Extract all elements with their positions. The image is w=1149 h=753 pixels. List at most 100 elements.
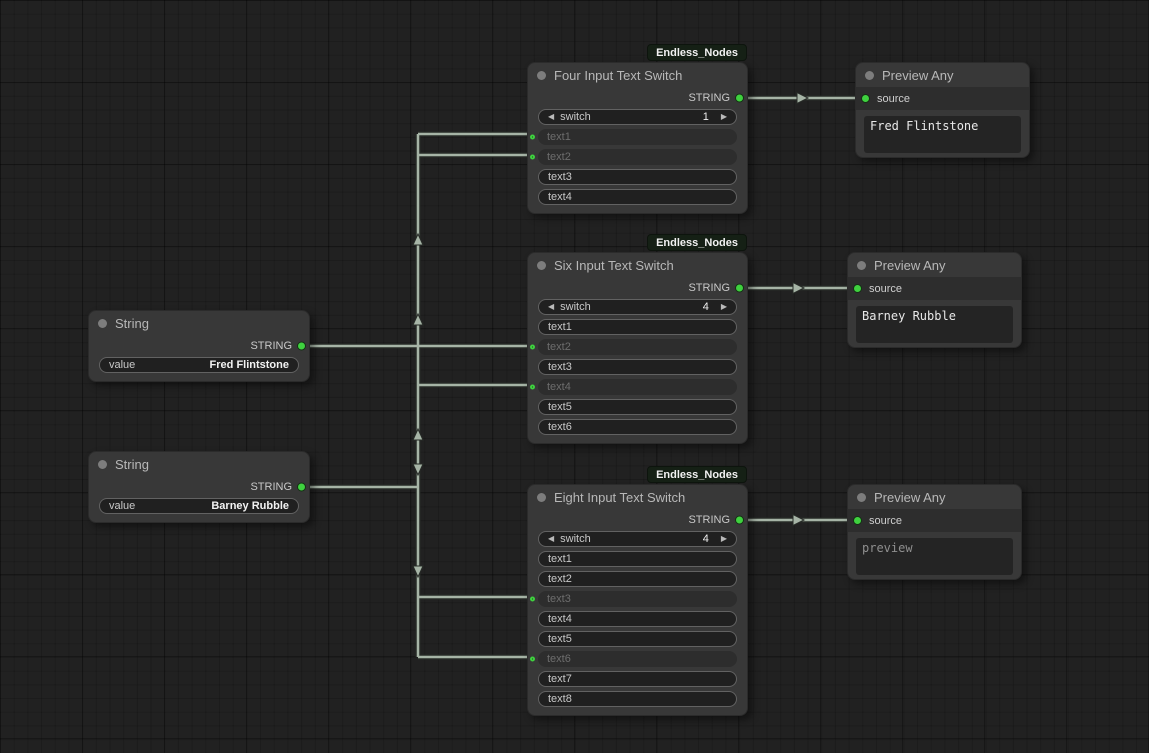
text-widget-text1[interactable]: text1 (538, 319, 737, 335)
input-slot[interactable] (530, 596, 535, 602)
input-label: source (869, 282, 903, 295)
text-widget-text1[interactable]: text1 (538, 551, 737, 567)
switch-widget[interactable]: ◀ switch 4 ▶ (538, 299, 737, 315)
node-title-bar[interactable]: String (89, 452, 309, 476)
text-widget-text5[interactable]: text5 (538, 631, 737, 647)
text-widget-text4[interactable]: text4 (538, 611, 737, 627)
output-label: STRING (688, 92, 730, 104)
node-title-bar[interactable]: Preview Any (856, 63, 1029, 87)
node-preview-any-bottom[interactable]: Preview Any source preview (847, 484, 1022, 580)
node-title: String (115, 315, 149, 331)
output-row: STRING (528, 277, 747, 299)
input-row-text2: text2 (530, 339, 737, 355)
widget-label: text1 (548, 321, 572, 333)
input-label: text2 (547, 151, 571, 163)
input-slot[interactable] (861, 94, 870, 103)
input-slot[interactable] (530, 154, 535, 160)
widget-label: text5 (548, 401, 572, 413)
node-title: Six Input Text Switch (554, 257, 674, 273)
input-slot[interactable] (853, 516, 862, 525)
node-title-bar[interactable]: Preview Any (848, 253, 1021, 277)
switch-widget[interactable]: ◀ switch 1 ▶ (538, 109, 737, 125)
collapse-dot-icon[interactable] (865, 70, 874, 80)
node-string-barney[interactable]: String STRING value Barney Rubble (88, 451, 310, 523)
collapse-dot-icon[interactable] (537, 260, 546, 270)
text-widget-text3[interactable]: text3 (538, 169, 737, 185)
node-title: String (115, 456, 149, 472)
widget-label: text3 (548, 361, 572, 373)
node-string-fred[interactable]: String STRING value Fred Flintstone (88, 310, 310, 382)
collapse-dot-icon[interactable] (537, 70, 546, 80)
node-title-bar[interactable]: Eight Input Text Switch (528, 485, 747, 509)
collapse-dot-icon[interactable] (857, 492, 866, 502)
output-label: STRING (250, 340, 292, 352)
collapse-dot-icon[interactable] (857, 260, 866, 270)
value-widget[interactable]: value Fred Flintstone (99, 357, 299, 373)
input-slot[interactable] (530, 344, 535, 350)
text-widget-text3[interactable]: text3 (538, 359, 737, 375)
node-preview-any-middle[interactable]: Preview Any source Barney Rubble (847, 252, 1022, 348)
widget-value: Fred Flintstone (209, 359, 289, 371)
node-badge: Endless_Nodes (647, 466, 747, 483)
flow-arrow-right (792, 513, 806, 527)
node-title-bar[interactable]: Six Input Text Switch (528, 253, 747, 277)
decrement-arrow-icon[interactable]: ◀ (548, 302, 555, 311)
input-row-text1: text1 (530, 129, 737, 145)
increment-arrow-icon[interactable]: ▶ (720, 112, 727, 121)
text-widget-text5[interactable]: text5 (538, 399, 737, 415)
input-row-text3: text3 (530, 591, 737, 607)
collapse-dot-icon[interactable] (98, 459, 107, 469)
node-title-bar[interactable]: String (89, 311, 309, 335)
node-preview-any-top[interactable]: Preview Any source Fred Flintstone (855, 62, 1030, 158)
flow-arrow-down (412, 463, 424, 477)
node-title: Preview Any (874, 257, 946, 273)
switch-widget[interactable]: ◀ switch 4 ▶ (538, 531, 737, 547)
text-widget-text4[interactable]: text4 (538, 189, 737, 205)
input-slot[interactable] (530, 134, 535, 140)
output-slot[interactable] (735, 515, 744, 525)
output-slot[interactable] (297, 341, 306, 351)
text-widget-text6[interactable]: text6 (538, 419, 737, 435)
widget-label: text8 (548, 693, 572, 705)
input-slot[interactable] (530, 384, 535, 390)
increment-arrow-icon[interactable]: ▶ (720, 534, 727, 543)
increment-arrow-icon[interactable]: ▶ (720, 302, 727, 311)
widget-label: switch (560, 533, 591, 545)
output-row: STRING (89, 335, 309, 357)
output-slot[interactable] (735, 283, 744, 293)
input-slot[interactable] (530, 656, 535, 662)
node-title-bar[interactable]: Four Input Text Switch (528, 63, 747, 87)
text-widget-text7[interactable]: text7 (538, 671, 737, 687)
text-widget-text2[interactable]: text2 (538, 571, 737, 587)
preview-textarea[interactable]: Barney Rubble (856, 306, 1013, 343)
input-label: text4 (547, 381, 571, 393)
node-four-input-text-switch[interactable]: Endless_Nodes Four Input Text Switch STR… (527, 44, 748, 214)
value-widget[interactable]: value Barney Rubble (99, 498, 299, 514)
output-label: STRING (688, 514, 730, 526)
preview-textarea[interactable]: Fred Flintstone (864, 116, 1021, 153)
node-title: Preview Any (882, 67, 954, 83)
output-slot[interactable] (297, 482, 306, 492)
collapse-dot-icon[interactable] (98, 318, 107, 328)
preview-textarea[interactable]: preview (856, 538, 1013, 575)
output-label: STRING (250, 481, 292, 493)
decrement-arrow-icon[interactable]: ◀ (548, 112, 555, 121)
input-row-text2: text2 (530, 149, 737, 165)
input-row-source: source (856, 87, 1029, 110)
collapse-dot-icon[interactable] (537, 492, 546, 502)
output-row: STRING (528, 509, 747, 531)
node-eight-input-text-switch[interactable]: Endless_Nodes Eight Input Text Switch ST… (527, 466, 748, 716)
node-title: Preview Any (874, 489, 946, 505)
widget-label: text5 (548, 633, 572, 645)
widget-label: value (109, 500, 136, 512)
node-six-input-text-switch[interactable]: Endless_Nodes Six Input Text Switch STRI… (527, 234, 748, 444)
widget-value: 4 (702, 533, 709, 545)
node-title-bar[interactable]: Preview Any (848, 485, 1021, 509)
widget-label: text6 (548, 421, 572, 433)
decrement-arrow-icon[interactable]: ◀ (548, 534, 555, 543)
text-widget-text8[interactable]: text8 (538, 691, 737, 707)
widget-label: value (109, 359, 136, 371)
output-slot[interactable] (735, 93, 744, 103)
input-slot[interactable] (853, 284, 862, 293)
